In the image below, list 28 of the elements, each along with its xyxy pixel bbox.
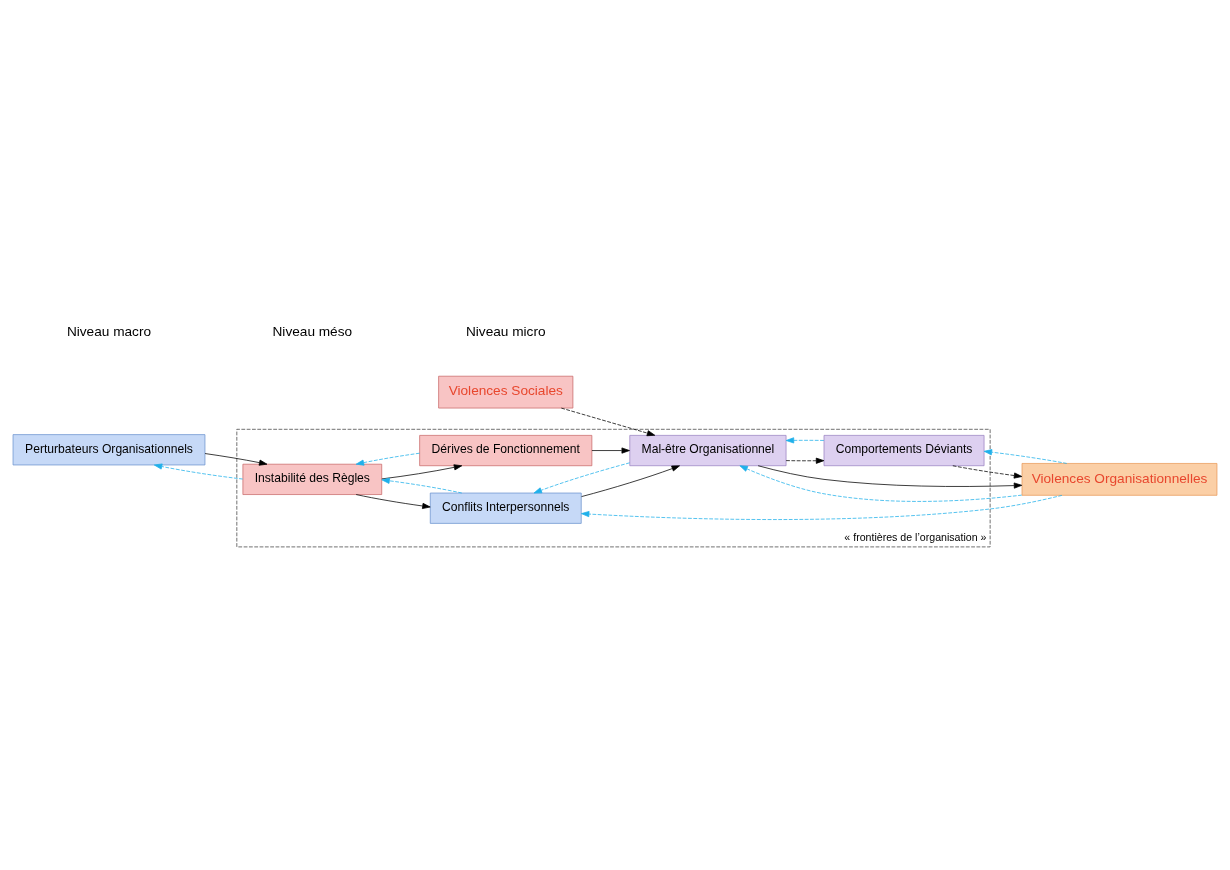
arrow [785, 437, 825, 444]
node-box: Violences Organisationnelles [1021, 463, 1218, 496]
node-box: Instabilité des Règles [242, 463, 383, 495]
node-box: Dérives de Fonctionnement [419, 435, 593, 467]
node-box: Perturbateurs Organisationnels [12, 434, 206, 466]
node-box: Mal-être Organisationnel [629, 435, 787, 467]
label: Niveau micro [465, 324, 546, 340]
arrow [560, 407, 656, 437]
arrow [983, 449, 1068, 464]
arrow [757, 465, 1023, 489]
arrow [355, 452, 420, 466]
arrow [952, 465, 1023, 479]
arrow [381, 464, 463, 480]
arrow [739, 465, 1023, 502]
arrow [581, 495, 1063, 520]
arrow [204, 453, 268, 466]
arrow [591, 447, 630, 454]
label: Niveau méso [272, 324, 353, 340]
arrow [581, 465, 680, 497]
arrow [785, 457, 825, 464]
label: Niveau macro [66, 324, 152, 340]
arrow [533, 462, 631, 494]
arrow [355, 494, 431, 509]
node-box: Conflits Interpersonnels [429, 492, 582, 524]
node-box: Comportements Déviants [823, 435, 985, 467]
arrow [153, 463, 244, 480]
arrow [381, 477, 463, 494]
node-box: Violences Sociales [438, 375, 574, 409]
